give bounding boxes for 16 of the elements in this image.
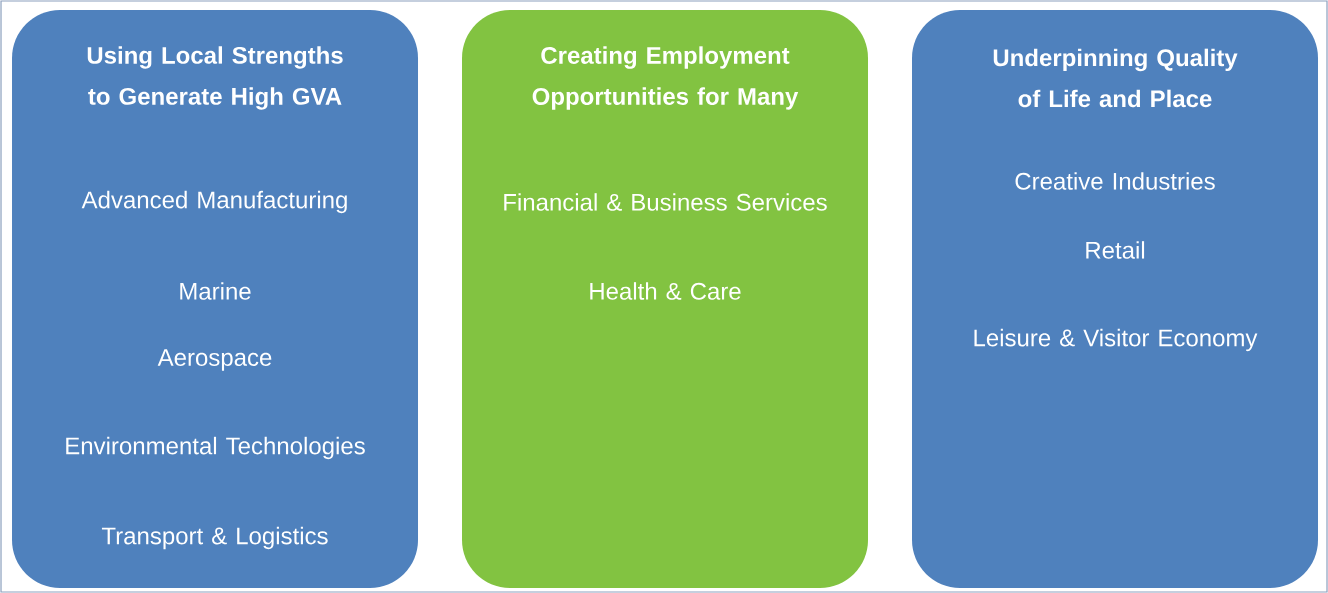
sector-label: Health & Care bbox=[590, 282, 741, 300]
sector-label: Leisure & Visitor Economy bbox=[974, 328, 1258, 352]
sector-label: Financial & Business Services bbox=[504, 193, 827, 211]
sector-label: Marine bbox=[180, 282, 251, 300]
panel-heading: Creating Employment Opportunities for Many bbox=[532, 46, 799, 110]
sector-label: Environmental Technologies bbox=[66, 436, 365, 460]
sector-label: Creative Industries bbox=[1015, 172, 1215, 190]
panel-heading: Using Local Strengths to Generate High GVA bbox=[87, 46, 343, 110]
sector-panel bbox=[462, 10, 868, 588]
sector-label: Aerospace bbox=[157, 349, 272, 371]
sector-panel bbox=[12, 10, 418, 588]
sector-label: Advanced Manufacturing bbox=[81, 190, 347, 214]
sector-panel bbox=[912, 10, 1318, 588]
sector-label: Retail bbox=[1086, 241, 1145, 259]
panel-heading: Underpinning Quality of Life and Place bbox=[993, 48, 1238, 108]
sector-label: Transport & Logistics bbox=[101, 526, 328, 550]
